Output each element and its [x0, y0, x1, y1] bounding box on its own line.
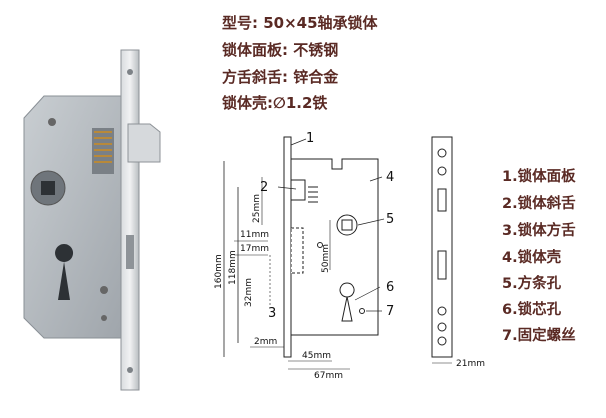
cylinder-hole [55, 244, 74, 300]
dim-45mm: 45mm [302, 351, 331, 361]
callout-3: 3 [268, 306, 276, 321]
lock-photo [23, 49, 161, 391]
dim-2mm: 2mm [254, 337, 277, 347]
drawing-face-plate [283, 136, 292, 358]
legend-item-5: 5.方条孔 [502, 276, 562, 292]
spec-bolts: 方舌斜舌: 锌合金 [222, 68, 339, 86]
latch-bolt [127, 123, 161, 163]
legend-item-1: 1.锁体面板 [502, 169, 576, 185]
dim-11mm: 11mm [240, 230, 269, 240]
dim-32mm: 32mm [244, 278, 254, 307]
callout-6: 6 [386, 280, 394, 295]
legend-item-3: 3.锁体方舌 [502, 223, 576, 239]
legend-item-7: 7.固定螺丝 [502, 328, 576, 344]
callout-1: 1 [306, 131, 314, 146]
technical-drawing: 1 2 3 4 5 6 7 160mm 118mm 25mm 11mm 17mm… [214, 131, 485, 381]
dim-25mm: 25mm [252, 194, 262, 223]
dim-118mm: 118mm [228, 250, 238, 285]
callout-5: 5 [386, 212, 394, 227]
spec-shell: 锁体壳:∅1.2铁 [222, 94, 328, 112]
dim-50mm: 50mm [321, 244, 331, 273]
face-plate [120, 49, 140, 391]
dim-17mm: 17mm [240, 244, 269, 254]
spec-face-plate: 锁体面板: 不锈钢 [222, 41, 339, 59]
drawing-case [291, 158, 379, 336]
drawing-front-plate [431, 136, 453, 358]
legend-item-6: 6.锁芯孔 [502, 302, 562, 318]
drawing-cylinder [339, 282, 355, 322]
legend-item-2: 2.锁体斜舌 [502, 196, 576, 212]
callout-4: 4 [386, 170, 394, 185]
spec-model: 型号: 50×45轴承锁体 [222, 14, 378, 32]
callout-2: 2 [260, 180, 268, 195]
dim-160mm: 160mm [214, 254, 224, 289]
legend-item-4: 4.锁体壳 [502, 250, 562, 266]
dim-21mm: 21mm [456, 359, 485, 369]
dim-67mm: 67mm [314, 371, 343, 381]
callout-7: 7 [386, 304, 394, 319]
